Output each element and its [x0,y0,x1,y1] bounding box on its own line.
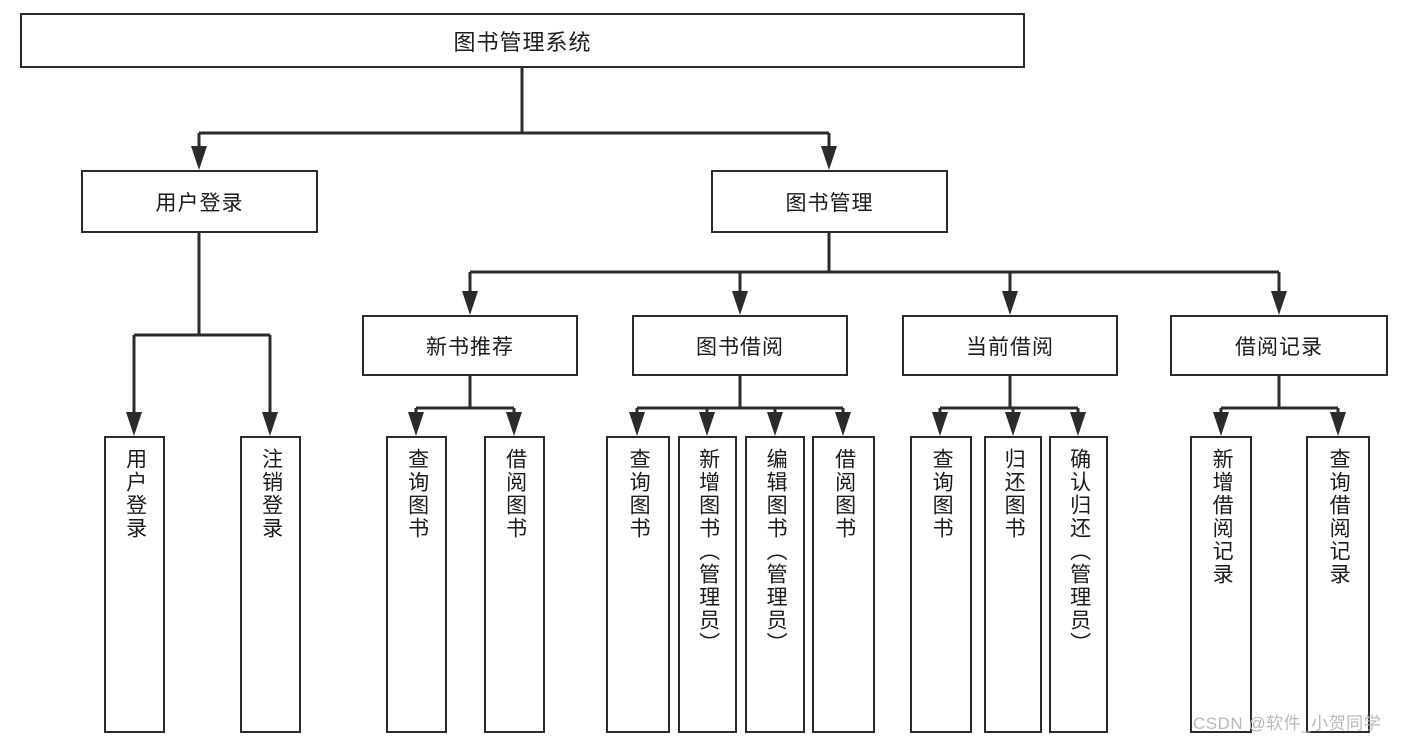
node-leaf-add-borrow-record[interactable]: 新增借阅记录 [1190,436,1252,733]
node-leaf-confirm-return[interactable]: 确认归还（管理员） [1049,436,1108,733]
node-book-manage-label: 图书管理 [785,191,874,215]
node-leaf-return-book-label: 归还图书 [1002,448,1026,540]
node-leaf-borrow-book-2[interactable]: 借阅图书 [812,436,875,733]
node-leaf-user-login-label: 用户登录 [123,448,147,540]
node-new-book-recommend[interactable]: 新书推荐 [362,315,578,376]
node-leaf-add-book[interactable]: 新增图书（管理员） [678,436,737,733]
node-borrow-record-label: 借阅记录 [1235,335,1323,359]
node-user-login[interactable]: 用户登录 [81,170,318,233]
node-root-label: 图书管理系统 [453,29,592,55]
node-leaf-query-book-2[interactable]: 查询图书 [606,436,670,733]
node-leaf-query-book-3[interactable]: 查询图书 [910,436,972,733]
node-leaf-query-borrow-record[interactable]: 查询借阅记录 [1306,436,1370,733]
node-book-borrow[interactable]: 图书借阅 [632,315,848,376]
node-leaf-query-book-1-label: 查询图书 [405,448,429,540]
node-leaf-borrow-book-1-label: 借阅图书 [503,448,527,540]
node-leaf-query-book-1[interactable]: 查询图书 [386,436,447,733]
node-leaf-edit-book-label: 编辑图书（管理员） [764,448,788,655]
node-leaf-query-borrow-record-label: 查询借阅记录 [1327,448,1351,586]
watermark: CSDN @软件_小贺同学 [1193,714,1382,733]
node-leaf-add-book-label: 新增图书（管理员） [696,448,720,655]
node-leaf-return-book[interactable]: 归还图书 [984,436,1042,733]
node-user-login-label: 用户登录 [155,191,244,215]
node-leaf-edit-book[interactable]: 编辑图书（管理员） [745,436,805,733]
node-root[interactable]: 图书管理系统 [20,13,1025,68]
node-leaf-logout[interactable]: 注销登录 [240,436,301,733]
node-leaf-user-login[interactable]: 用户登录 [104,436,165,733]
node-borrow-record[interactable]: 借阅记录 [1170,315,1388,376]
node-leaf-query-book-3-label: 查询图书 [930,448,954,540]
node-leaf-confirm-return-label: 确认归还（管理员） [1067,448,1091,655]
node-current-borrow[interactable]: 当前借阅 [902,315,1118,376]
node-leaf-logout-label: 注销登录 [259,448,283,540]
node-book-manage[interactable]: 图书管理 [711,170,948,233]
node-leaf-borrow-book-2-label: 借阅图书 [832,448,856,540]
node-leaf-borrow-book-1[interactable]: 借阅图书 [484,436,545,733]
node-book-borrow-label: 图书借阅 [696,335,784,359]
node-leaf-add-borrow-record-label: 新增借阅记录 [1210,448,1234,586]
node-current-borrow-label: 当前借阅 [966,335,1054,359]
node-new-book-recommend-label: 新书推荐 [426,335,514,359]
node-leaf-query-book-2-label: 查询图书 [627,448,651,540]
